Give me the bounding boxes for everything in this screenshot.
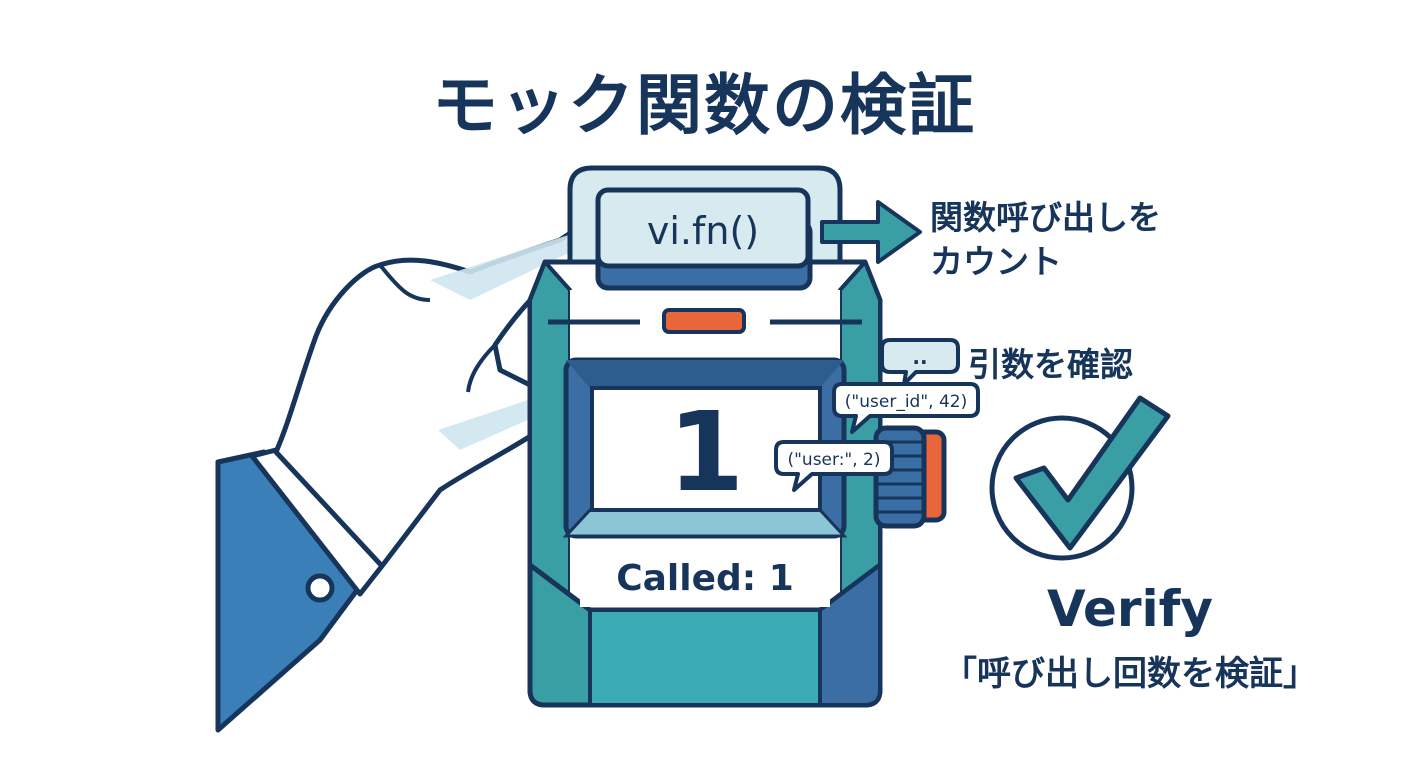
status-led	[662, 308, 746, 334]
argument-bubble-2: ("user:", 2)	[774, 440, 894, 492]
page-title: モック関数の検証	[432, 67, 976, 144]
called-count-label: Called: 1	[616, 558, 794, 599]
speech-bubble-icon: ..	[880, 338, 960, 386]
cufflink-icon	[305, 573, 335, 603]
argument-bubble-1: ("user_id", 42)	[832, 382, 980, 434]
argument-bubble-2-text: ("user:", 2)	[787, 450, 880, 470]
vi-fn-button[interactable]: vi.fn()	[595, 187, 813, 291]
verify-subtitle: 「呼び出し回数を検証」	[943, 654, 1317, 694]
count-annotation: 関数呼び出しを カウント	[930, 196, 1161, 284]
vi-fn-button-label: vi.fn()	[647, 209, 759, 253]
count-arrow-icon	[820, 200, 922, 264]
args-annotation: 引数を確認	[968, 345, 1133, 384]
hand	[273, 216, 612, 569]
sleeve	[215, 447, 385, 733]
speech-dots: ..	[912, 345, 927, 369]
check-icon	[989, 395, 1171, 561]
count-annotation-line1: 関数呼び出しを	[930, 198, 1161, 237]
verify-title: Verify	[1046, 580, 1213, 638]
argument-bubble-1-text: ("user_id", 42)	[845, 392, 967, 412]
call-count-display: 1	[668, 388, 745, 516]
count-annotation-line2: カウント	[930, 242, 1062, 281]
